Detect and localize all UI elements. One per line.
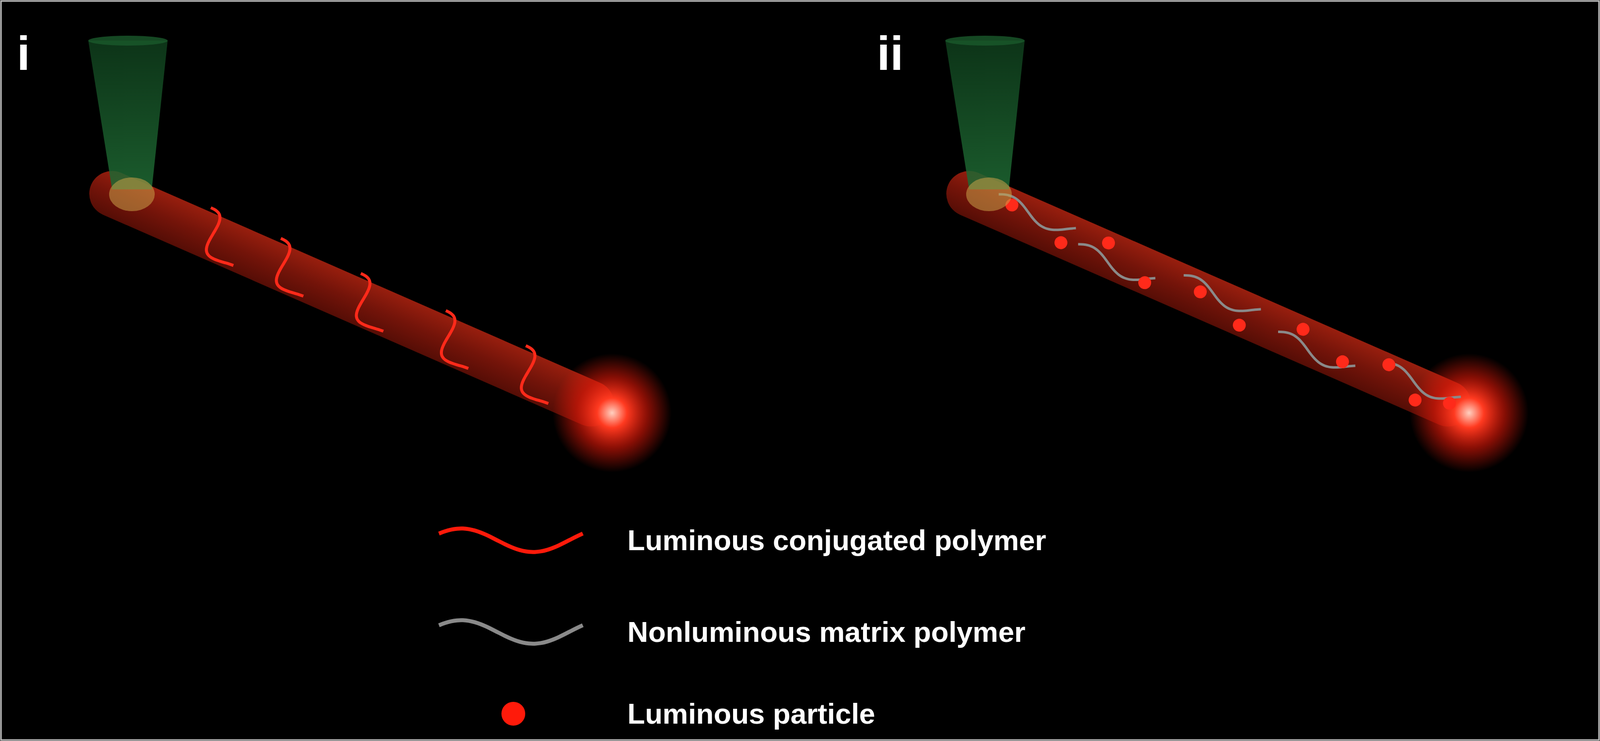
conjugated-polymer xyxy=(342,271,389,339)
panel-label: ii xyxy=(876,29,904,78)
fibre-rod xyxy=(924,130,1548,492)
luminous-particle xyxy=(1100,234,1117,252)
luminous-particle xyxy=(1294,320,1312,338)
legend-sample xyxy=(501,702,526,727)
excitation-beam xyxy=(945,40,1025,190)
luminous-particle xyxy=(1230,316,1248,334)
beam-top xyxy=(945,35,1025,46)
emission-glow xyxy=(533,334,691,492)
conjugated-polymer xyxy=(191,205,239,273)
matrix-polymer xyxy=(1273,328,1357,377)
matrix-polymer xyxy=(1178,272,1263,321)
legend-text: Luminous conjugated polymer xyxy=(627,526,1047,555)
luminous-particle xyxy=(1380,356,1398,374)
conjugated-polymer xyxy=(262,236,309,304)
luminous-particle xyxy=(1440,394,1458,412)
excitation-beam xyxy=(88,40,168,190)
luminous-particle xyxy=(1406,391,1424,409)
luminous-particle xyxy=(1334,353,1352,371)
luminous-particle xyxy=(1191,283,1209,301)
legend-sample xyxy=(438,620,583,644)
fibre-body xyxy=(938,163,1478,434)
legend-text: Luminous particle xyxy=(627,699,876,729)
luminous-particle xyxy=(1136,274,1154,292)
beam-spot xyxy=(966,177,1012,212)
fibre-body xyxy=(81,163,621,434)
panel-label: i xyxy=(16,29,31,78)
conjugated-polymer xyxy=(427,308,474,376)
legend-text: Nonluminous matrix polymer xyxy=(627,617,1026,647)
beam-top xyxy=(88,35,168,46)
legend-sample xyxy=(438,528,583,553)
emission-glow xyxy=(1390,334,1548,492)
beam-spot xyxy=(109,177,155,212)
fibre-rod xyxy=(67,130,691,492)
luminous-particle xyxy=(1052,234,1070,252)
conjugated-polymer xyxy=(507,344,554,412)
